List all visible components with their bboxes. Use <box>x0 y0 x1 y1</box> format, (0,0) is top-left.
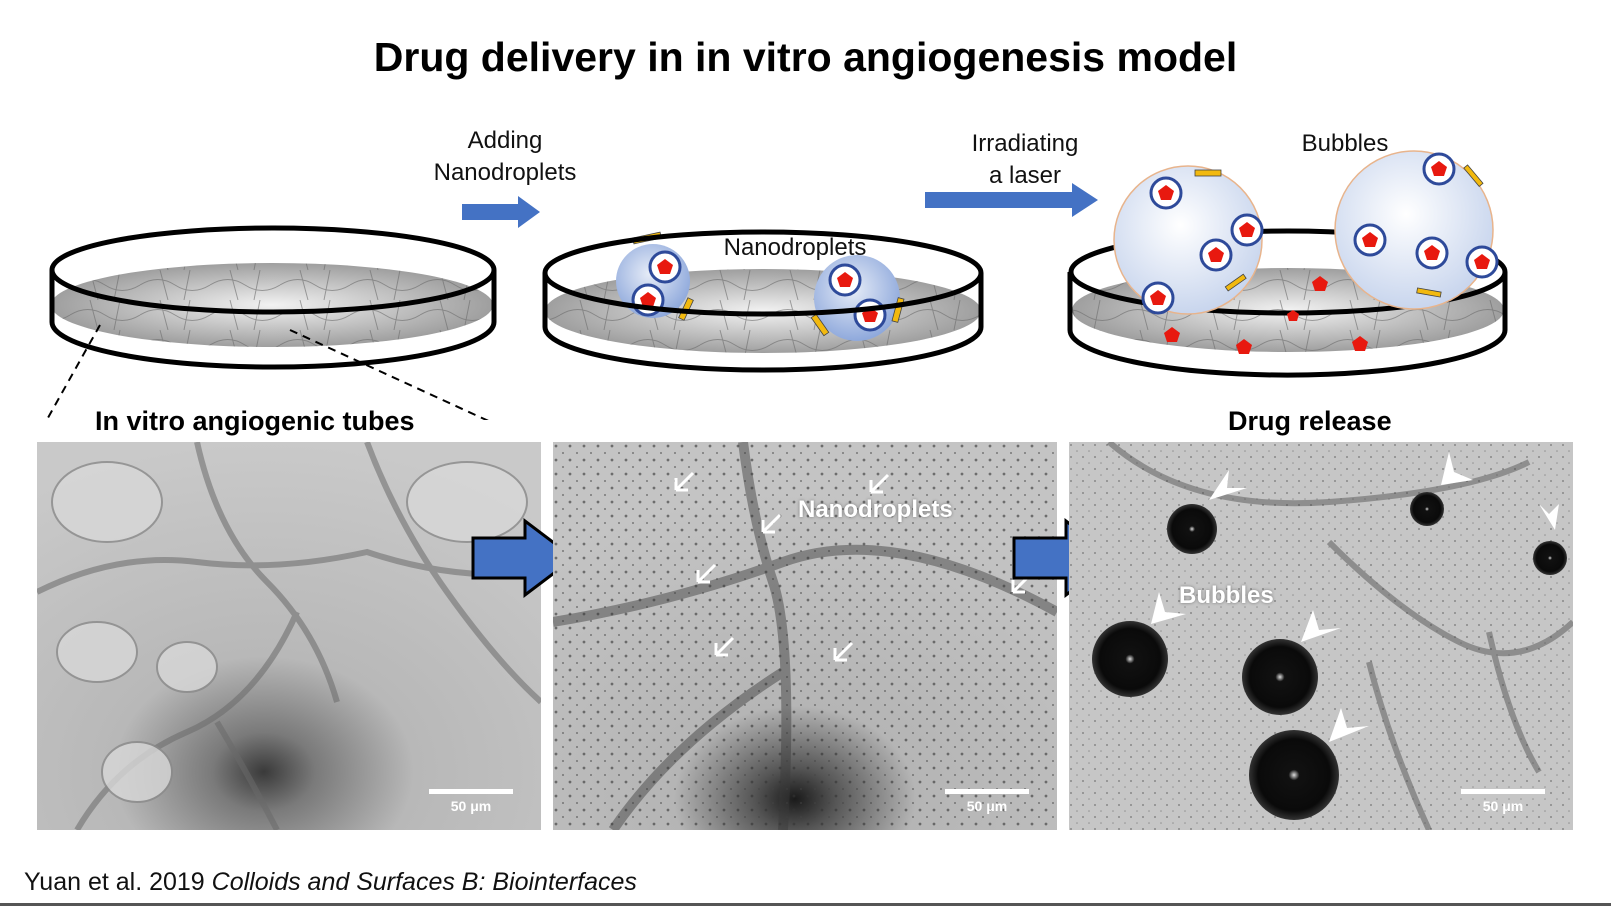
petri-dish-3 <box>1067 150 1508 378</box>
schematic-diagram <box>45 150 1508 420</box>
bubbles-top-label: Bubbles <box>1301 130 1389 157</box>
petri-dish-1 <box>49 225 497 370</box>
irradiating-line-1: Irradiating <box>971 130 1079 157</box>
nanodroplets-dish-label: Nanodroplets <box>723 234 867 261</box>
zoom-line-right <box>289 329 489 420</box>
micrograph-tubes: 50 μm <box>37 442 541 830</box>
drug-release-label: Drug release <box>1228 406 1392 436</box>
angiogenic-tubes-label: In vitro angiogenic tubes <box>95 406 415 436</box>
nanodroplet-1 <box>616 231 694 321</box>
adding-label: Adding Nanodroplets <box>420 125 590 189</box>
micrograph-bubbles: Bubbles 50 μm <box>1069 442 1573 830</box>
zoom-line-left <box>45 324 101 420</box>
slide-title: Drug delivery in in vitro angiogenesis m… <box>373 34 1238 80</box>
scale-bar-2-label: 50 μm <box>966 798 1008 814</box>
bubble-markers <box>1092 492 1567 820</box>
step-arrow-2 <box>925 183 1098 217</box>
bottom-rule <box>0 903 1611 906</box>
scale-bar-1-label: 50 μm <box>450 798 492 814</box>
petri-dish-2 <box>542 229 984 373</box>
citation: Yuan et al. 2019 Colloids and Surfaces B… <box>24 868 637 897</box>
irradiating-label: Irradiating a laser <box>955 128 1095 192</box>
panel-arrow-1 <box>471 518 577 598</box>
adding-line-2: Nanodroplets <box>433 159 577 186</box>
scale-bar-3: 50 μm <box>1461 789 1545 814</box>
step-arrow-1 <box>462 196 540 228</box>
bubble-1 <box>1113 165 1264 315</box>
bubble-2 <box>1334 150 1499 310</box>
white-arrows <box>674 471 1032 662</box>
scale-bar-2: 50 μm <box>945 789 1029 814</box>
bubbles-overlay: Bubbles <box>1179 582 1274 609</box>
irradiating-line-2: a laser <box>988 162 1062 189</box>
citation-authors: Yuan et al. 2019 <box>24 868 212 896</box>
scale-bar-1: 50 μm <box>429 789 513 814</box>
scale-bar-3-label: 50 μm <box>1482 798 1524 814</box>
adding-line-1: Adding <box>467 127 543 154</box>
citation-journal: Colloids and Surfaces B: Biointerfaces <box>211 868 637 896</box>
arrowhead-markers <box>1151 452 1559 742</box>
nanodroplets-overlay: Nanodroplets <box>798 496 953 523</box>
micrograph-nanodroplets: Nanodroplets 50 μm <box>553 442 1057 830</box>
